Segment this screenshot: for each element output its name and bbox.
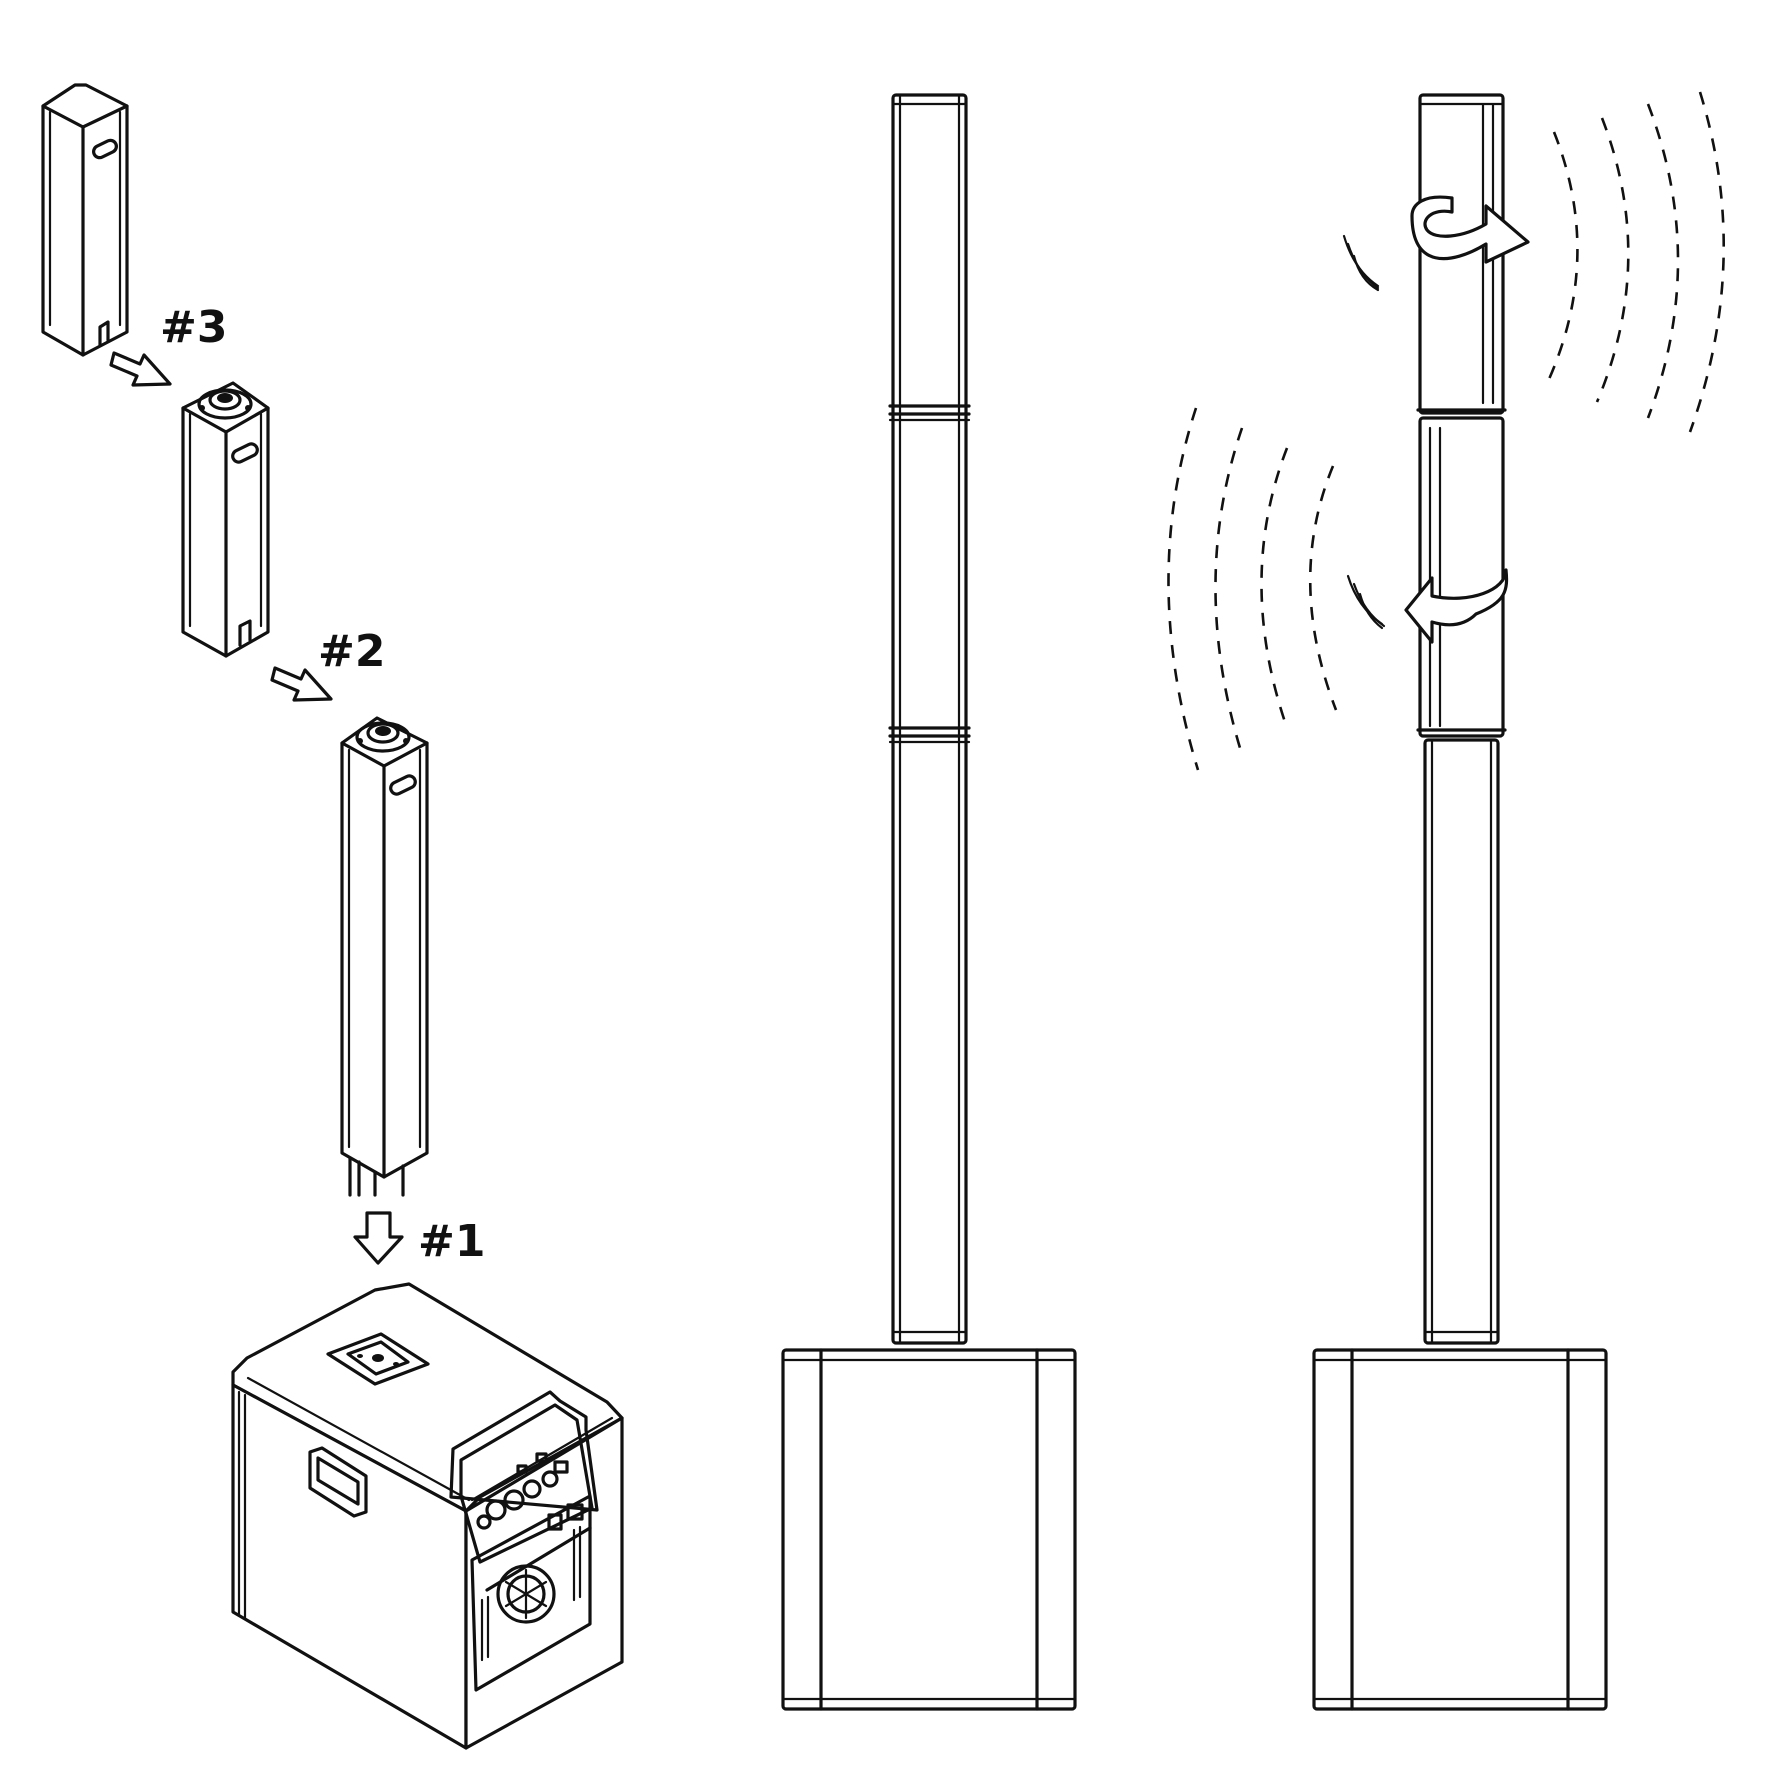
column-segment-bottom [340,716,429,1197]
step-1-label: #1 [418,1216,485,1267]
arrow-step-3 [109,351,172,387]
dispersion-waves-left [1167,407,1338,771]
step-3-label: #3 [160,302,227,353]
assembled-subwoofer [781,1348,1077,1711]
rotate-right-arrow-icon [1342,195,1530,292]
step-2-label: #2 [318,626,385,677]
arrow-step-2 [270,666,333,702]
rotated-column-system [1416,93,1507,1345]
column-segment-middle [181,381,270,658]
column-segment-top [41,83,129,357]
dispersion-waves-right [1543,91,1725,433]
subwoofer-isometric [231,1282,624,1750]
rotate-left-arrow-icon [1346,568,1509,644]
rotated-subwoofer [1312,1348,1608,1711]
arrow-step-1 [353,1211,404,1265]
assembled-column-system [888,93,971,1345]
